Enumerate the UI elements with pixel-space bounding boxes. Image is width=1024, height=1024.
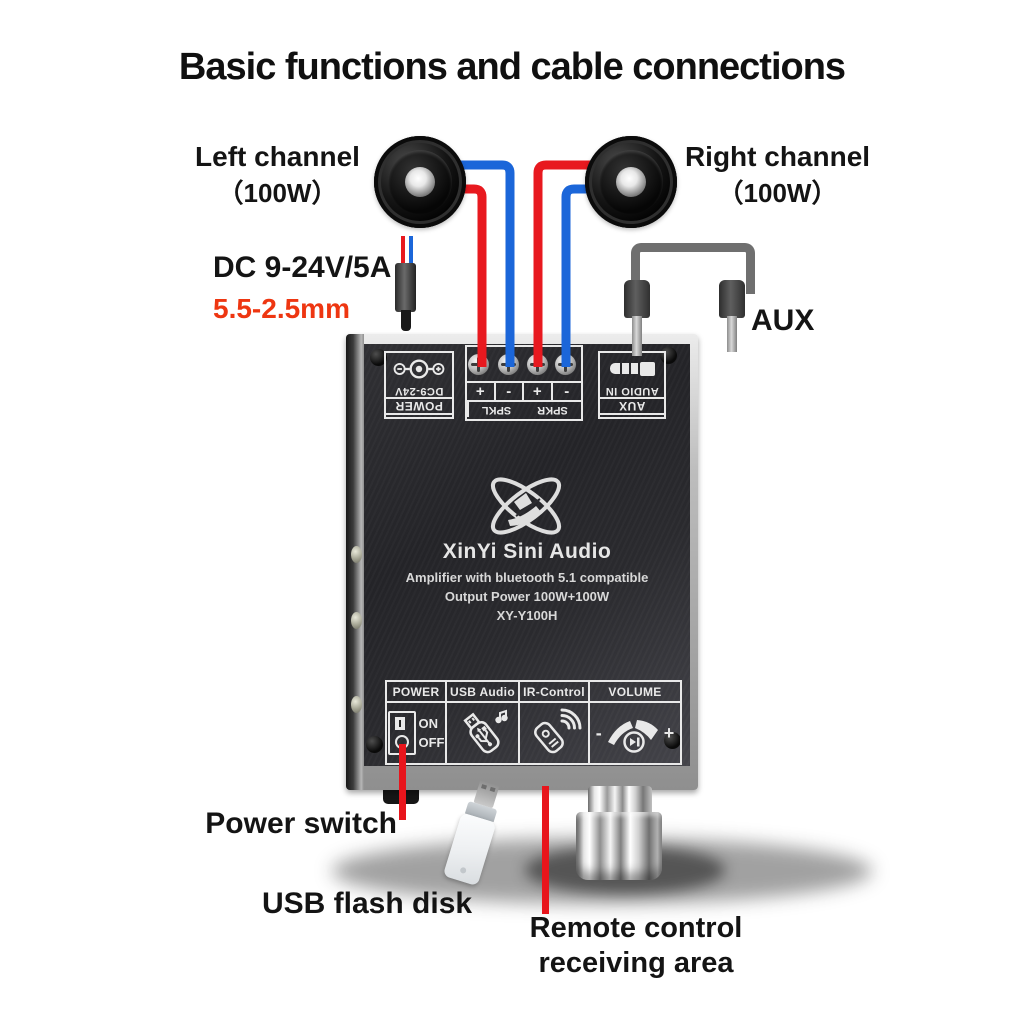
brand-logo-icon (478, 468, 574, 544)
aux-cable (631, 243, 755, 294)
on-label: ON (418, 716, 439, 731)
remote-callout-line (542, 786, 549, 914)
aux-plug-icon (600, 353, 664, 384)
brand-name: XinYi Sini Audio (442, 540, 612, 563)
power-jack-box: DC9-24V POWER (384, 351, 454, 419)
usb-flash-label: USB flash disk (262, 887, 473, 920)
volume-minus: - (595, 722, 602, 743)
model-text: XY-Y100H (496, 608, 558, 623)
amplifier-board: DC9-24V POWER + - + - SPKL SPKR (346, 334, 698, 790)
power-switch-callout-line (399, 744, 406, 820)
panel-header-power: POWER (387, 682, 447, 703)
edge-bump (351, 696, 362, 713)
left-speaker-dome (405, 167, 435, 197)
corner-screw (370, 349, 387, 366)
edge-bump (351, 612, 362, 629)
dc-plug-size: 5.5-2.5mm (213, 293, 350, 324)
feature-text: Amplifier with bluetooth 5.1 compatible (405, 570, 649, 585)
left-channel-power: （100W） (217, 177, 338, 208)
off-label: OFF (418, 735, 445, 750)
dc-plug-blue-wire (409, 236, 413, 266)
volume-gauge-icon (607, 720, 658, 753)
left-speaker (374, 136, 466, 228)
panel-header-volume: VOLUME (590, 682, 680, 703)
page-title: Basic functions and cable connections (178, 46, 846, 88)
right-positive-wire (533, 160, 626, 367)
right-channel-label: Right channel （100W） (670, 140, 885, 209)
right-channel-power: （100W） (717, 177, 838, 208)
aux-label: AUX (751, 304, 815, 337)
volume-knob-cap (588, 786, 652, 816)
panel-header-usb: USB Audio (447, 682, 520, 703)
left-channel-label: Left channel （100W） (170, 140, 385, 209)
ir-control-cell (520, 703, 590, 763)
dc-plug-tip (401, 310, 411, 331)
right-speaker (585, 136, 677, 228)
sign-spkr-minus: - (564, 383, 570, 400)
aux-plug-right (719, 280, 745, 318)
left-negative-wire (426, 160, 515, 367)
right-channel-name: Right channel (684, 141, 871, 172)
board-face (364, 344, 690, 766)
dc-spec: DC 9-24V/5A (213, 251, 392, 284)
edge-bump (351, 546, 362, 563)
remote-label-line1: Remote control (529, 912, 743, 944)
aux-plug-right-shaft (727, 316, 737, 352)
dc-input-label: DC 9-24V/5A 5.5-2.5mm (213, 250, 391, 326)
power-switch-label: Power switch (205, 807, 397, 840)
right-negative-wire (561, 184, 626, 367)
remote-label-line2: receiving area (538, 946, 734, 979)
sign-spkr-plus: + (524, 383, 553, 400)
ir-control-icon (534, 708, 582, 754)
sign-spkl-plus: + (467, 383, 496, 400)
usb-audio-cell (447, 703, 520, 763)
corner-screw (664, 732, 681, 749)
volume-knob (576, 812, 662, 880)
aux-plug-left (624, 280, 650, 318)
sign-spkl-minus: - (496, 383, 524, 400)
dc-plug-red-wire (401, 236, 405, 266)
volume-plus: + (663, 722, 675, 743)
left-positive-wire (426, 184, 487, 367)
output-text: Output Power 100W+100W (444, 589, 610, 604)
usb-audio-icon (462, 709, 508, 754)
terminal-names: SPKL SPKR (467, 400, 581, 417)
dc-plug-icon (395, 263, 416, 312)
panel-header-ir: IR-Control (520, 682, 590, 703)
bottom-panel: POWER USB Audio IR-Control VOLUME ON OFF (385, 680, 682, 765)
corner-screw (366, 736, 383, 753)
volume-cell: - + (590, 703, 680, 763)
remote-label: Remote control receiving area (520, 911, 752, 981)
right-speaker-dome (616, 167, 646, 197)
terminal-signs: + - + - (467, 381, 581, 400)
aux-plug-left-shaft (632, 316, 642, 356)
left-channel-name: Left channel (195, 141, 360, 172)
dc-jack-icon (386, 353, 452, 384)
